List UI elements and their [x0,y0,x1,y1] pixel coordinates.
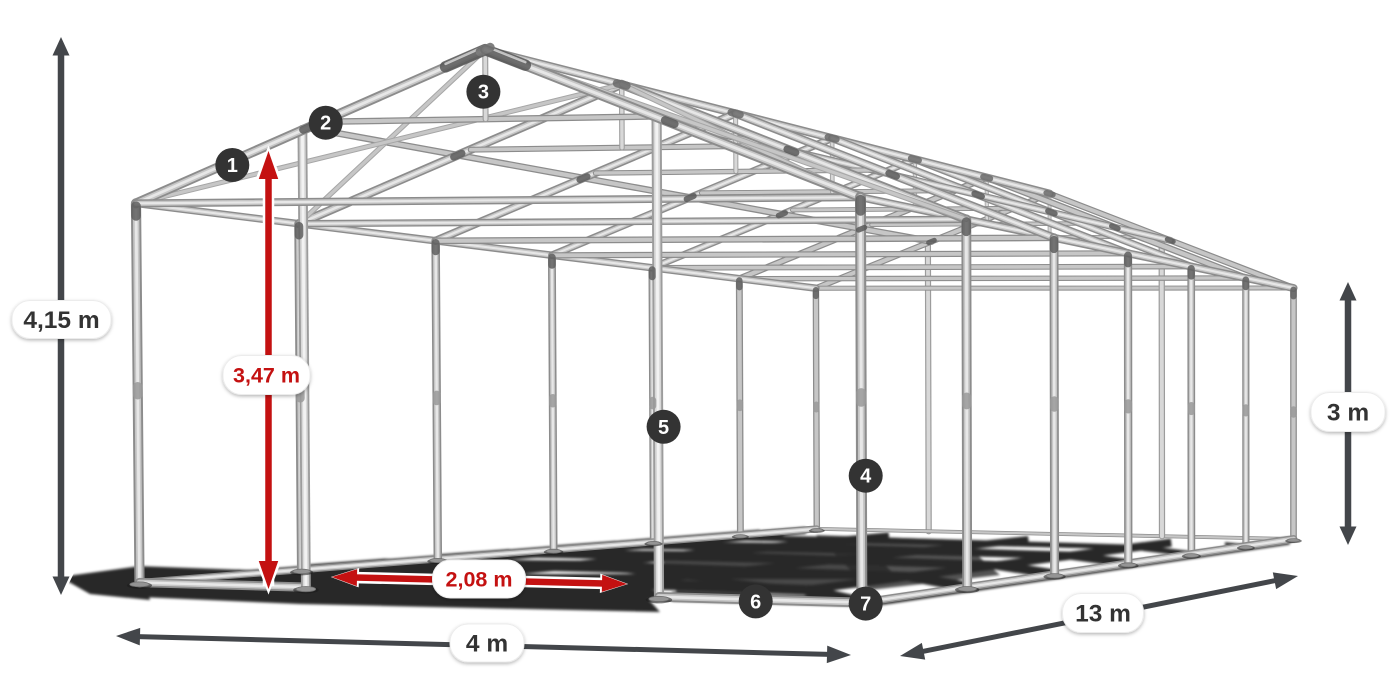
svg-text:4,15 m: 4,15 m [23,307,99,334]
svg-text:2,08 m: 2,08 m [446,568,513,592]
svg-text:13 m: 13 m [1075,601,1131,628]
svg-text:3 m: 3 m [1327,400,1369,427]
svg-text:1: 1 [227,155,238,177]
svg-text:6: 6 [750,591,761,613]
svg-text:3: 3 [478,82,489,104]
svg-text:4: 4 [860,466,872,488]
svg-text:7: 7 [860,594,871,616]
svg-text:3,47 m: 3,47 m [233,364,300,388]
svg-text:4 m: 4 m [466,631,508,658]
svg-text:5: 5 [658,417,669,439]
svg-text:2: 2 [320,113,331,135]
